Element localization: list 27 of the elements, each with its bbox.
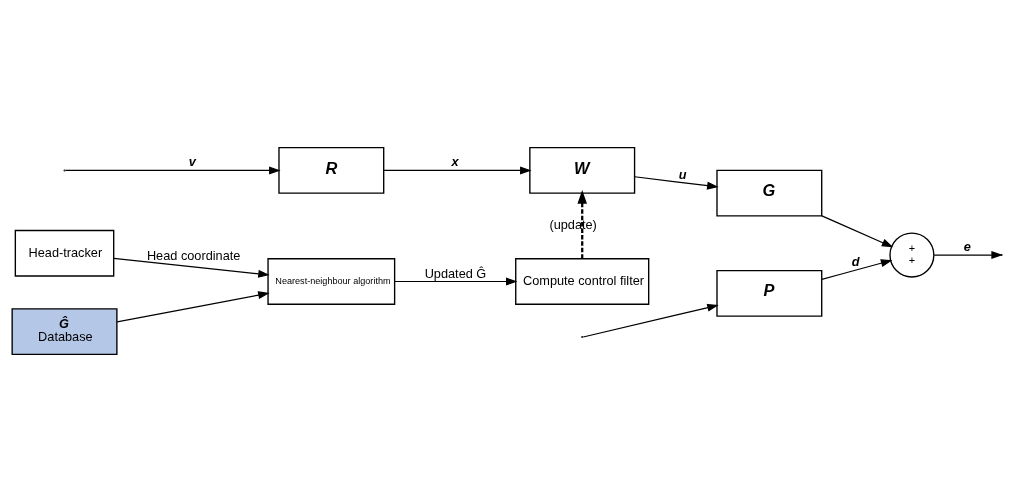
node-box: P (716, 269, 823, 317)
arrow (383, 166, 532, 175)
node-circle: + + (889, 232, 935, 278)
arrow (577, 189, 587, 259)
edge-label: v (188, 154, 196, 170)
node-box: R (278, 146, 385, 194)
edge-label: (update) (549, 217, 597, 233)
edge-label: Head coordinate (146, 247, 241, 263)
arrow (113, 257, 270, 278)
arrow (582, 303, 719, 338)
edge-label: x (451, 154, 459, 170)
node-box: Compute control filter (515, 258, 650, 305)
arrow (634, 176, 719, 190)
node-box: Ĝ Database (11, 308, 118, 356)
node-box: G (716, 169, 823, 217)
arrow (64, 166, 281, 175)
arrow (821, 215, 894, 248)
edge-label: e (963, 238, 971, 254)
arrow (394, 277, 518, 286)
arrow (116, 291, 270, 323)
edge-label: d (851, 254, 860, 270)
node-box: Head-tracker (14, 229, 115, 277)
edge-label: Updated Ĝ (424, 266, 487, 282)
node-box: Nearest-neighbour algorithm (267, 258, 396, 305)
arrow (821, 259, 893, 280)
node-box: W (529, 146, 636, 194)
edge-label: u (678, 166, 687, 182)
